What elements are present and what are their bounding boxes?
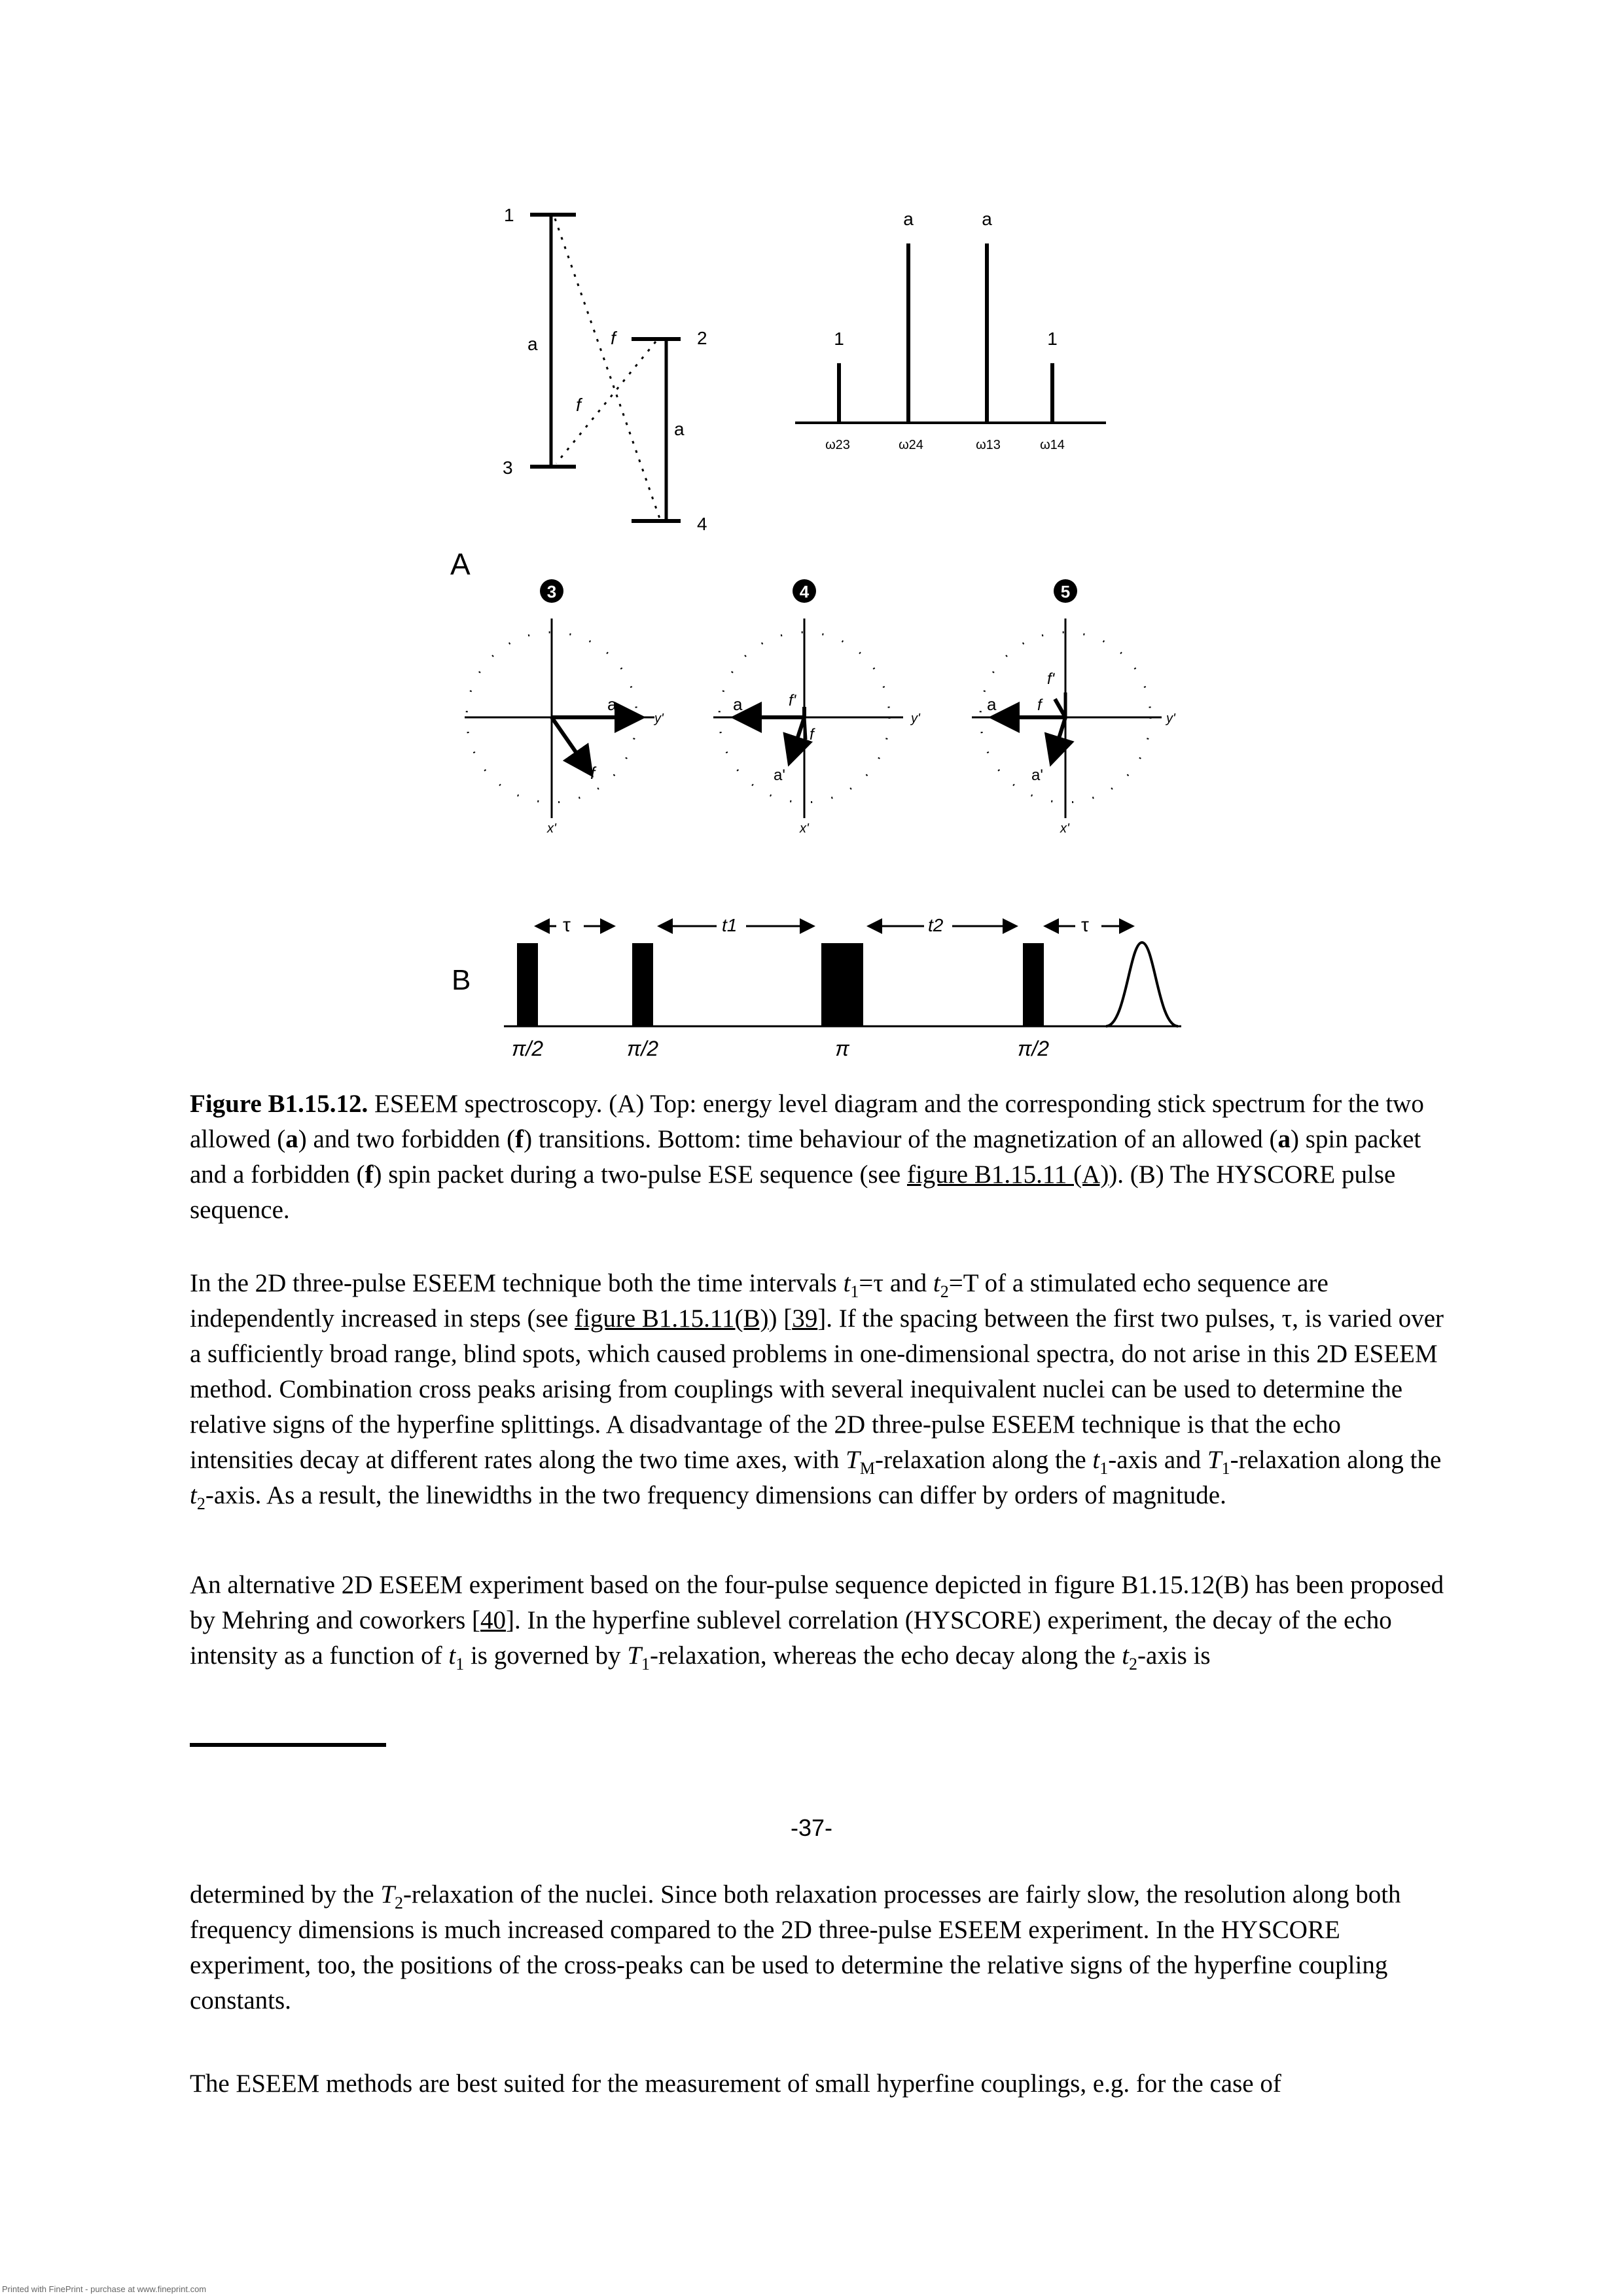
interval-label-t1: t1 bbox=[722, 915, 737, 935]
precession-circle bbox=[979, 631, 1152, 804]
pulse-sequence: B τ t1 t2 τ π/2 π/2 π π/2 bbox=[452, 914, 1181, 1060]
footnote-rule bbox=[190, 1743, 386, 1747]
magnetization-vector-a-prime bbox=[1044, 717, 1075, 767]
vector-label-a: a bbox=[733, 694, 743, 714]
pulse-label-1: π/2 bbox=[512, 1037, 543, 1060]
link-figure-b1-15-11b[interactable]: figure B1.15.11(B) bbox=[575, 1304, 769, 1333]
vector-label-a-prime: a' bbox=[1031, 766, 1043, 784]
vector-panel-3: 3 a f y' x' bbox=[465, 579, 664, 836]
figure-label: Figure B1.15.12. bbox=[190, 1090, 368, 1118]
spectrum-axis-label-2: ω24 bbox=[899, 438, 923, 452]
spectrum-peak-label-2: a bbox=[903, 209, 914, 229]
spectrum-axis-label-3: ω13 bbox=[976, 438, 1001, 452]
paragraph-1: In the 2D three-pulse ESEEM technique bo… bbox=[190, 1269, 1444, 1513]
forbidden-transition-1-4 bbox=[554, 218, 661, 519]
vector-panel-5: 5 a f f' a' y' x' bbox=[972, 579, 1176, 836]
interval-label-t2: t2 bbox=[928, 915, 944, 935]
panel-number-5: 5 bbox=[1061, 582, 1070, 601]
link-figure-b1-15-11a[interactable]: figure B1.15.11 (A) bbox=[906, 1160, 1109, 1189]
axis-label-y: y' bbox=[910, 711, 921, 726]
paragraph-3: determined by the T2-relaxation of the n… bbox=[190, 1880, 1401, 2015]
page-number: -37- bbox=[790, 1814, 833, 1841]
vector-panel-4: 4 a f' f a' y' x' bbox=[713, 579, 921, 836]
stick-spectrum: 1 a a 1 ω23 ω24 ω13 ω14 bbox=[795, 209, 1106, 452]
panel-number-3: 3 bbox=[547, 582, 556, 601]
vector-label-f: f bbox=[1037, 696, 1043, 714]
magnetization-vector-f bbox=[550, 716, 594, 778]
figure-b1-15-12: 1 2 3 4 a a f f 1 a a 1 ω23 ω24 ω13 ω14 A 3… bbox=[450, 205, 1181, 1060]
pulse-label-3: π bbox=[835, 1037, 849, 1060]
vector-label-f-prime: f' bbox=[789, 692, 797, 709]
spectrum-axis-label-1: ω23 bbox=[825, 438, 850, 452]
axis-label-y: y' bbox=[653, 711, 664, 726]
axis-label-x: x' bbox=[799, 821, 810, 836]
spectrum-axis-label-4: ω14 bbox=[1040, 438, 1065, 452]
transition-label-a-right: a bbox=[674, 419, 685, 439]
paragraph-4: The ESEEM methods are best suited for th… bbox=[190, 2070, 1281, 2098]
figure-caption: Figure B1.15.12. ESEEM spectroscopy. (A)… bbox=[190, 1090, 1424, 1224]
pulse-1 bbox=[517, 943, 538, 1026]
panel-number-badge-4 bbox=[793, 579, 816, 603]
interval-label-tau-2: τ bbox=[1081, 914, 1089, 936]
panel-number-badge-5 bbox=[1054, 579, 1077, 603]
precession-circle bbox=[718, 631, 891, 804]
interval-label-tau-1: τ bbox=[563, 914, 571, 936]
spectrum-peak-label-1: 1 bbox=[834, 329, 844, 349]
pulse-4 bbox=[1023, 943, 1044, 1026]
transition-label-f-upper: f bbox=[611, 328, 618, 348]
pulse-2 bbox=[632, 943, 653, 1026]
panel-label-b: B bbox=[452, 964, 471, 996]
pulse-3 bbox=[821, 943, 863, 1026]
level-label-4: 4 bbox=[697, 514, 707, 534]
vector-label-a: a bbox=[607, 694, 617, 714]
link-ref-39[interactable]: 39 bbox=[792, 1304, 818, 1333]
spectrum-peak-label-4: 1 bbox=[1047, 329, 1058, 349]
paragraph-2: An alternative 2D ESEEM experiment based… bbox=[190, 1571, 1444, 1674]
level-label-2: 2 bbox=[697, 328, 707, 348]
panel-number-4: 4 bbox=[800, 582, 810, 601]
echo-signal bbox=[1105, 941, 1179, 1028]
link-ref-40[interactable]: 40 bbox=[480, 1606, 507, 1634]
level-label-1: 1 bbox=[504, 205, 514, 225]
panel-label-a: A bbox=[450, 547, 471, 581]
magnetization-vector-f bbox=[1053, 698, 1067, 719]
vector-label-a-prime: a' bbox=[774, 766, 785, 784]
transition-label-f-lower: f bbox=[576, 395, 583, 415]
pulse-label-4: π/2 bbox=[1018, 1037, 1049, 1060]
axis-label-y: y' bbox=[1165, 711, 1176, 726]
vector-label-f: f bbox=[590, 763, 597, 783]
magnetization-vector-a-prime bbox=[783, 717, 813, 767]
vector-label-f-prime: f' bbox=[1047, 670, 1056, 688]
panel-number-badge-3 bbox=[540, 579, 563, 603]
pulse-label-2: π/2 bbox=[627, 1037, 658, 1060]
energy-level-diagram: 1 2 3 4 a a f f bbox=[503, 205, 707, 534]
vector-label-a: a bbox=[987, 694, 997, 714]
vector-label-f: f bbox=[810, 726, 815, 744]
forbidden-transition-2-3 bbox=[555, 341, 657, 464]
transition-label-a-left: a bbox=[527, 334, 538, 354]
axis-label-x: x' bbox=[1060, 821, 1070, 836]
axis-label-x: x' bbox=[546, 821, 557, 836]
level-label-3: 3 bbox=[503, 457, 513, 478]
printed-with-footer: Printed with FinePrint - purchase at www… bbox=[2, 2284, 207, 2294]
spectrum-peak-label-3: a bbox=[982, 209, 992, 229]
